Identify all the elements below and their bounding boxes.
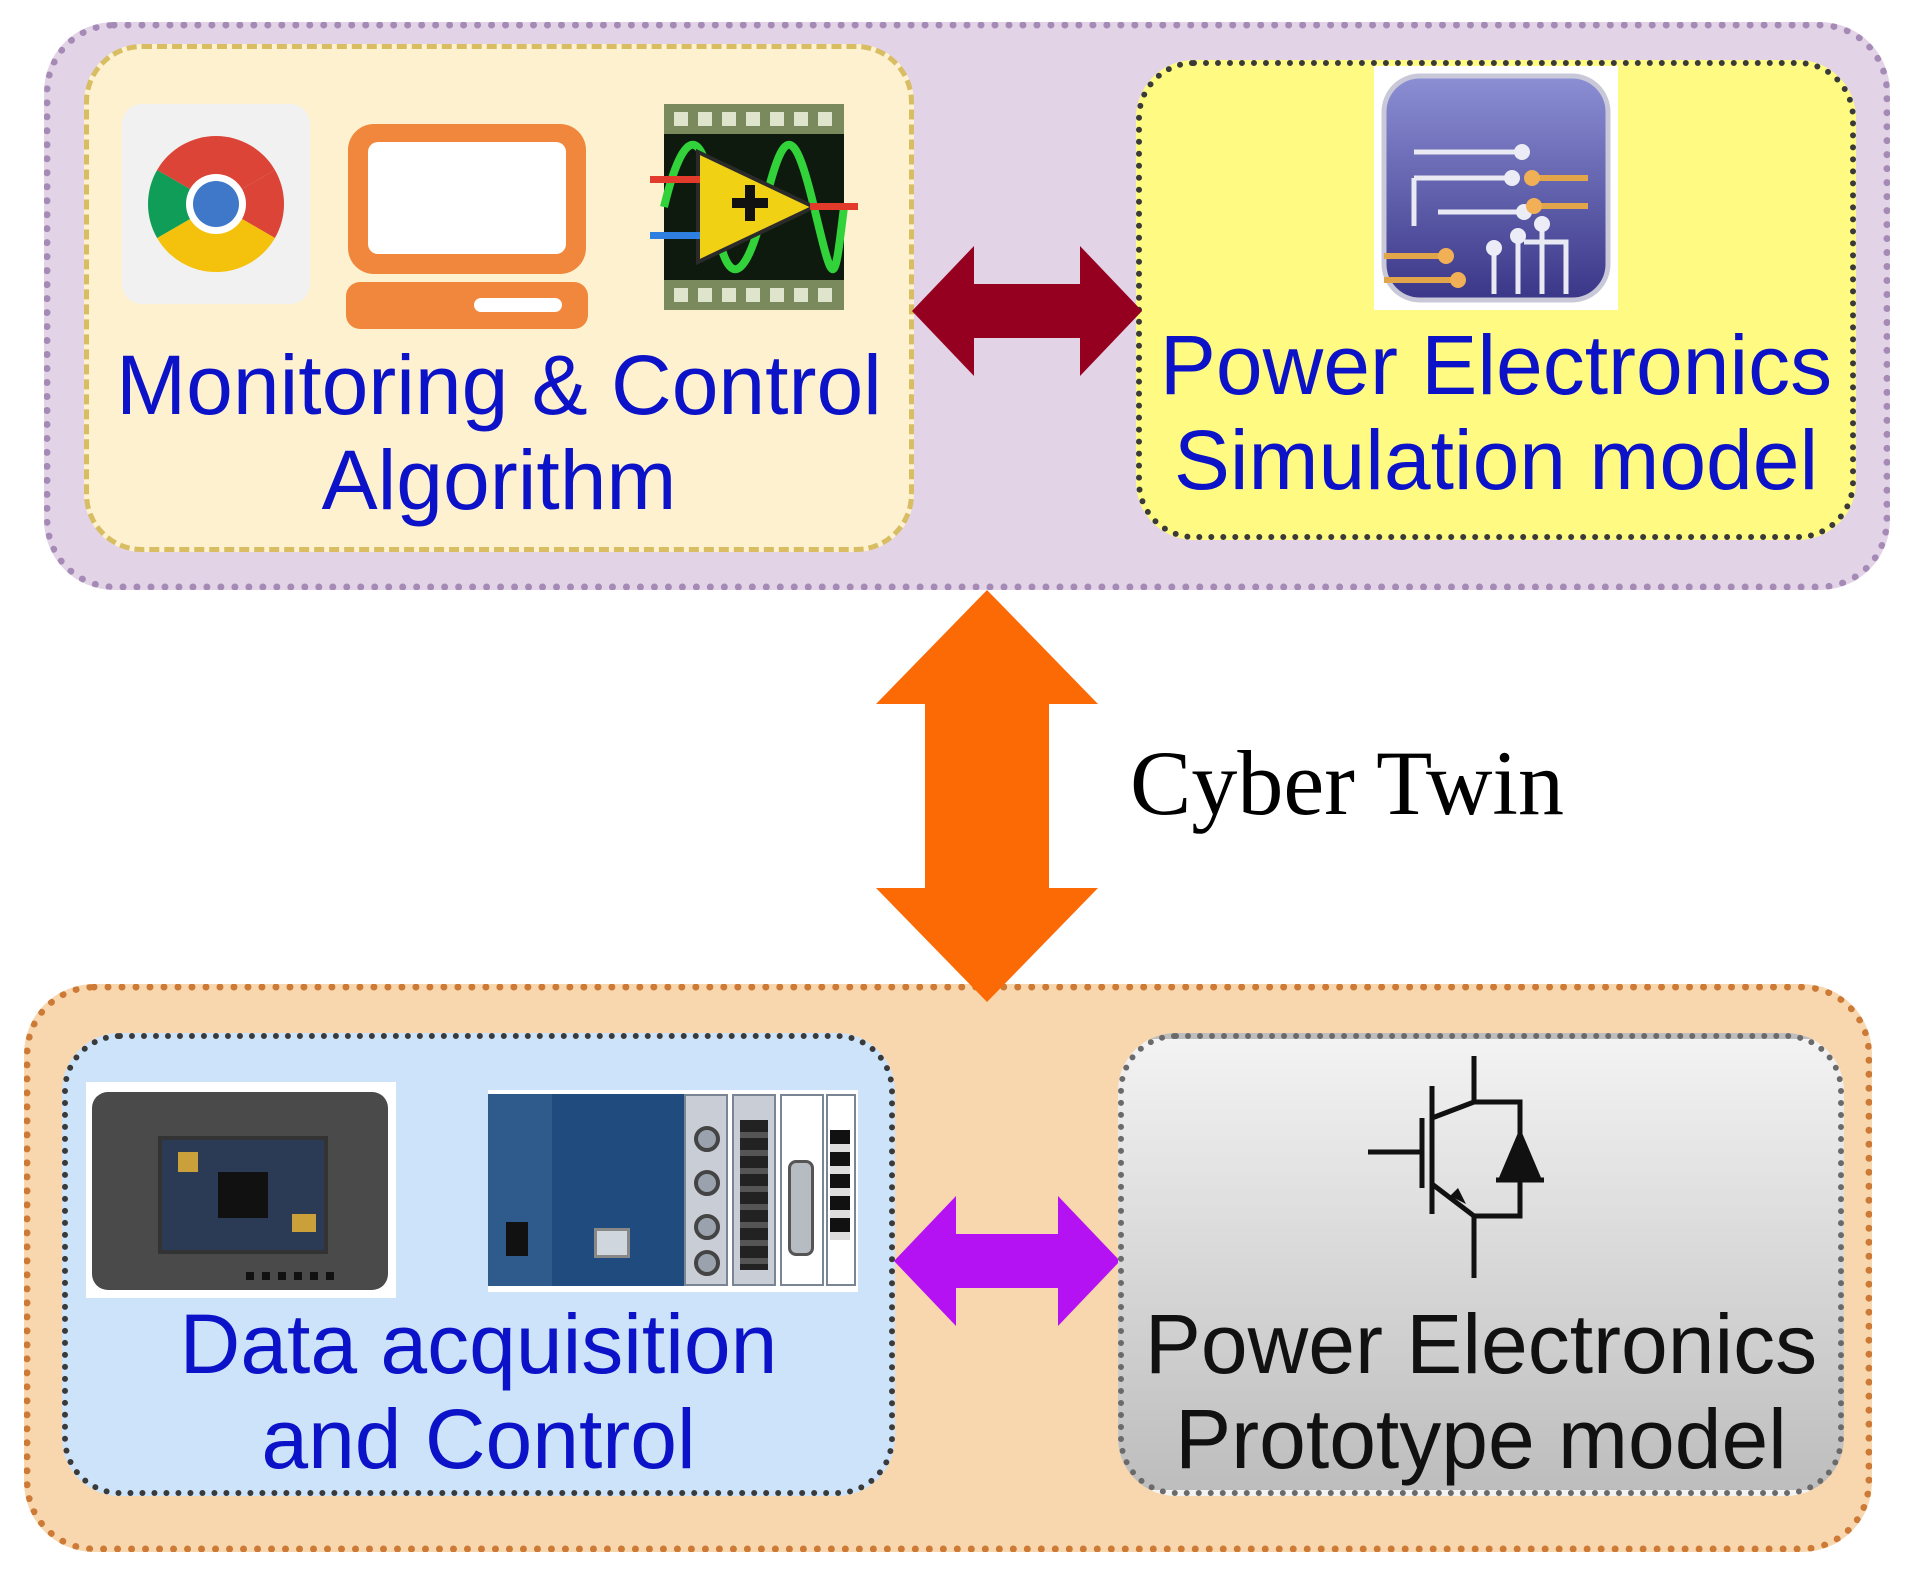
simulation-label-line1: Power Electronics — [1159, 318, 1833, 412]
monitoring-label-line1: Monitoring & Control — [116, 338, 882, 432]
compactrio-chassis-photo — [488, 1090, 858, 1292]
cyber-twin-label: Cyber Twin — [1130, 732, 1564, 834]
data-acquisition-label: Data acquisition and Control — [62, 1297, 895, 1487]
computer-icon — [346, 124, 588, 329]
simulation-label-line2: Simulation model — [1173, 412, 1819, 507]
circuit-simulator-icon — [1374, 66, 1618, 310]
daq-label-line2: and Control — [261, 1391, 696, 1486]
cyber-twin-arrow — [876, 590, 1098, 1002]
simulation-model-label: Power Electronics Simulation model — [1136, 318, 1856, 508]
prototype-model-box — [1118, 1033, 1844, 1496]
chrome-browser-icon — [122, 104, 310, 304]
prototype-model-label: Power Electronics Prototype model — [1118, 1297, 1844, 1487]
myrio-device-photo — [86, 1082, 396, 1298]
monitoring-label-line2: Algorithm — [321, 432, 677, 527]
cyber-link-arrow — [912, 246, 1142, 376]
labview-icon — [650, 104, 858, 310]
prototype-label-line1: Power Electronics — [1144, 1297, 1818, 1391]
monitoring-control-label: Monitoring & Control Algorithm — [84, 338, 914, 528]
igbt-diode-symbol — [1368, 1056, 1544, 1278]
daq-label-line1: Data acquisition — [179, 1297, 778, 1391]
physical-link-arrow — [894, 1196, 1120, 1326]
prototype-label-line2: Prototype model — [1175, 1391, 1787, 1486]
